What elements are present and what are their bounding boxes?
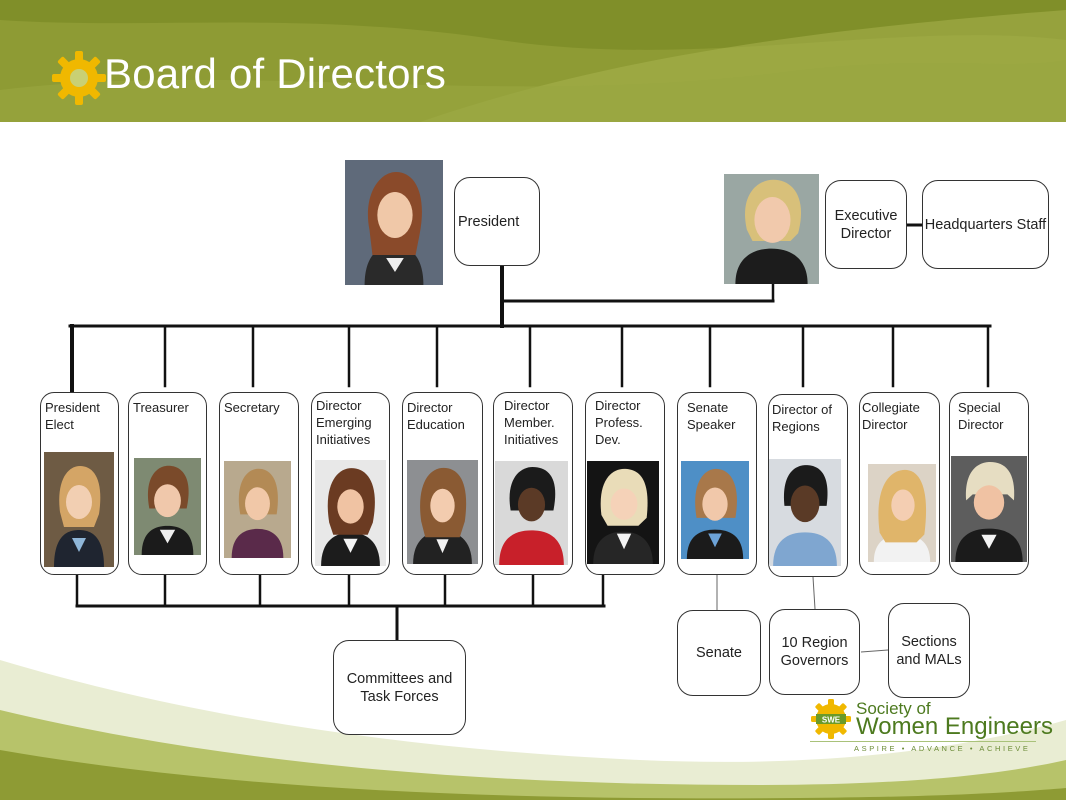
- card-label: Director of Regions: [772, 402, 832, 434]
- card-label: Senate Speaker: [687, 400, 736, 432]
- collegiate-director-photo: [868, 464, 936, 562]
- executive-director-photo: [724, 174, 819, 284]
- card-label: Director Emerging Initiatives: [316, 398, 372, 447]
- committees-task-forces-box: Committees and Task Forces: [333, 640, 466, 735]
- card-label: Secretary: [224, 400, 280, 415]
- secretary-photo: [224, 461, 291, 558]
- headquarters-staff-box: Headquarters Staff: [922, 180, 1049, 269]
- senate-box: Senate: [677, 610, 761, 696]
- header-banner: [0, 0, 1066, 122]
- logo-divider: [810, 741, 1036, 742]
- page-title: Board of Directors: [104, 50, 447, 97]
- director-emerging-initiatives-photo: [315, 460, 386, 566]
- president-photo: [345, 160, 443, 285]
- director-profess-dev-photo: [587, 461, 659, 564]
- card-label: Director Profess. Dev.: [595, 398, 643, 447]
- card-label: Collegiate Director: [862, 400, 920, 432]
- card-label: President Elect: [45, 400, 100, 432]
- card-label: Special Director: [958, 400, 1004, 432]
- director-of-regions-photo: [769, 459, 841, 566]
- sections-mals-box: Sections and MALs: [888, 603, 970, 698]
- special-director-photo: [951, 456, 1027, 562]
- logo-line2: Women Engineers: [856, 713, 1053, 740]
- card-label: Director Education: [407, 400, 465, 432]
- logo-tagline: ASPIRE • ADVANCE • ACHIEVE: [854, 744, 1031, 753]
- gear-icon: [52, 51, 106, 105]
- card-label: Treasurer: [133, 400, 189, 415]
- swe-badge-text: SWE: [822, 716, 841, 725]
- card-label: Director Member. Initiatives: [504, 398, 559, 447]
- director-member-initiatives-photo: [495, 461, 568, 565]
- region-governors-box: 10 Region Governors: [769, 609, 860, 695]
- footer-swoosh: [0, 660, 1066, 800]
- swe-badge-icon: SWE: [811, 699, 851, 739]
- president-box: President: [454, 177, 540, 266]
- treasurer-photo: [134, 458, 201, 555]
- logo-line1: Society of: [856, 699, 931, 718]
- executive-director-box: Executive Director: [825, 180, 907, 269]
- swe-logo: SWE Society of Women Engineers ASPIRE • …: [810, 696, 1053, 756]
- president-elect-photo: [44, 452, 114, 567]
- senate-speaker-photo: [681, 461, 749, 559]
- director-education-photo: [407, 460, 478, 564]
